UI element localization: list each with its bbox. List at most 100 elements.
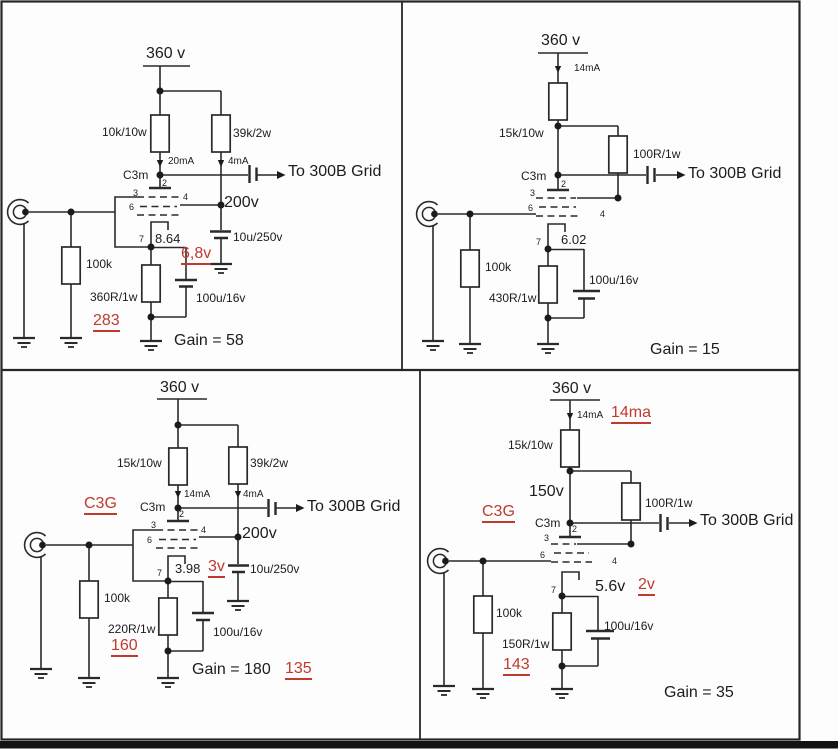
grid-resistor (472, 595, 494, 634)
bypass-cap (586, 629, 614, 640)
screen-resistor (620, 482, 642, 521)
tube-symbol (132, 508, 238, 582)
cathode-voltage-annotation: 6,8v (181, 246, 212, 265)
grid-resistor (60, 246, 82, 285)
bypass-cap-label: 100u/16v (196, 291, 246, 305)
plate-voltage-label: 200v (224, 194, 259, 211)
bleeder-resistor (210, 114, 232, 153)
bleeder-resistor-label: 39k/2w (250, 456, 289, 470)
screen-branch (558, 125, 619, 198)
supply-current-label: 14mA (577, 410, 604, 421)
ground-icon (138, 339, 164, 352)
plate-resistor (149, 114, 171, 153)
ground-icon (58, 336, 84, 349)
pin-label: 7 (536, 237, 542, 247)
pin-label: 2 (162, 178, 168, 188)
pin-label: 3 (544, 533, 550, 543)
cathode-voltage-label: 5.6v (595, 578, 626, 595)
cathode-voltage-label: 8.64 (155, 231, 181, 246)
coupling-cap (267, 499, 277, 517)
screen-resistor (607, 135, 629, 174)
supply-rail (157, 398, 239, 448)
gain-label: Gain = 180 (192, 661, 271, 678)
cathode-resistor (537, 265, 559, 304)
ground-icon (431, 684, 457, 697)
cathode-resistor-label: 150R/1w (502, 637, 550, 651)
gain-annotation: 135 (285, 661, 312, 680)
bleeder-current-label: 4mA (243, 489, 264, 500)
circuit-top-right (415, 52, 687, 355)
decoupling-cap (228, 564, 249, 574)
grid-resistor (78, 580, 100, 619)
cathode-hook (167, 555, 186, 581)
panel-borders (0, 0, 801, 741)
series-resistor-label: 15k/10w (508, 438, 553, 452)
tube-annotation: C3G (482, 504, 515, 523)
bypass-cap (573, 289, 600, 300)
plate-current-label: 14mA (184, 489, 211, 500)
pin-label: 6 (129, 202, 135, 212)
coupling-cap (659, 514, 669, 532)
g3-strap (132, 529, 168, 582)
grid-resistor-label: 100k (104, 591, 131, 605)
pin-label: 4 (612, 556, 618, 566)
coupling-cap (248, 165, 258, 183)
current-arrow-icon (217, 159, 225, 168)
plate-resistor-label: 15k/10w (117, 456, 162, 470)
g3-strap (114, 196, 151, 248)
output-label: To 300B Grid (288, 163, 382, 180)
output-arrow-icon (295, 503, 306, 513)
tube-symbol (536, 175, 579, 249)
cathode-voltage-annotation: 2v (638, 577, 655, 596)
cathode-annotation: 160 (111, 638, 138, 657)
plate-resistor-label: 10k/10w (102, 125, 147, 139)
circuit-top-left (6, 65, 287, 352)
cathode-annotation: 143 (503, 657, 530, 676)
screen-resistor-label: 100R/1w (645, 496, 693, 510)
supply-rail (143, 65, 222, 115)
cathode-resistor-label: 220R/1w (108, 622, 156, 636)
ground-icon (28, 667, 54, 680)
ground-icon (535, 342, 561, 355)
input-jack (6, 198, 30, 226)
series-resistor (547, 82, 569, 121)
decoupling-cap-label: 10u/250v (233, 230, 283, 244)
gain-label: Gain = 58 (174, 332, 244, 349)
bypass-branch (562, 595, 599, 667)
cathode-resistor (157, 597, 179, 636)
ground-icon (208, 262, 234, 275)
ground-icon (549, 687, 575, 700)
screen-branch (570, 470, 632, 544)
tube-symbol (551, 523, 592, 596)
tube-label: C3m (123, 168, 149, 182)
input-jack (23, 531, 47, 559)
gain-label: Gain = 35 (664, 684, 734, 701)
cathode-resistor-label: 430R/1w (489, 291, 537, 305)
plate-resistor (167, 447, 189, 486)
tube-annotation: C3G (84, 496, 117, 515)
supply-current-annotation: 14ma (611, 405, 652, 424)
cathode-resistor (140, 264, 162, 303)
current-arrow-icon (174, 490, 182, 499)
tube-label: C3m (140, 500, 166, 514)
pin-label: 4 (600, 209, 606, 219)
bleeder-resistor (227, 446, 249, 485)
ground-icon (225, 599, 251, 612)
pin-label: 3 (530, 188, 536, 198)
coupling-cap (646, 166, 656, 184)
bypass-cap-label: 100u/16v (604, 619, 654, 633)
pin-label: 2 (561, 179, 567, 189)
cathode-voltage-label: 6.02 (561, 232, 587, 247)
bypass-cap-label: 100u/16v (213, 625, 263, 639)
circuit-bottom-left (23, 398, 306, 689)
cathode-resistor (551, 612, 573, 651)
ground-icon (457, 342, 483, 355)
tube-label: C3m (521, 169, 547, 183)
pin-label: 2 (179, 509, 185, 519)
input-jack (426, 547, 450, 575)
screen-resistor-label: 100R/1w (633, 147, 681, 161)
decoupling-cap-label: 10u/250v (250, 562, 300, 576)
bypass-cap (175, 278, 197, 288)
pin-label: 7 (551, 585, 557, 595)
plate-current-label: 20mA (168, 156, 195, 167)
